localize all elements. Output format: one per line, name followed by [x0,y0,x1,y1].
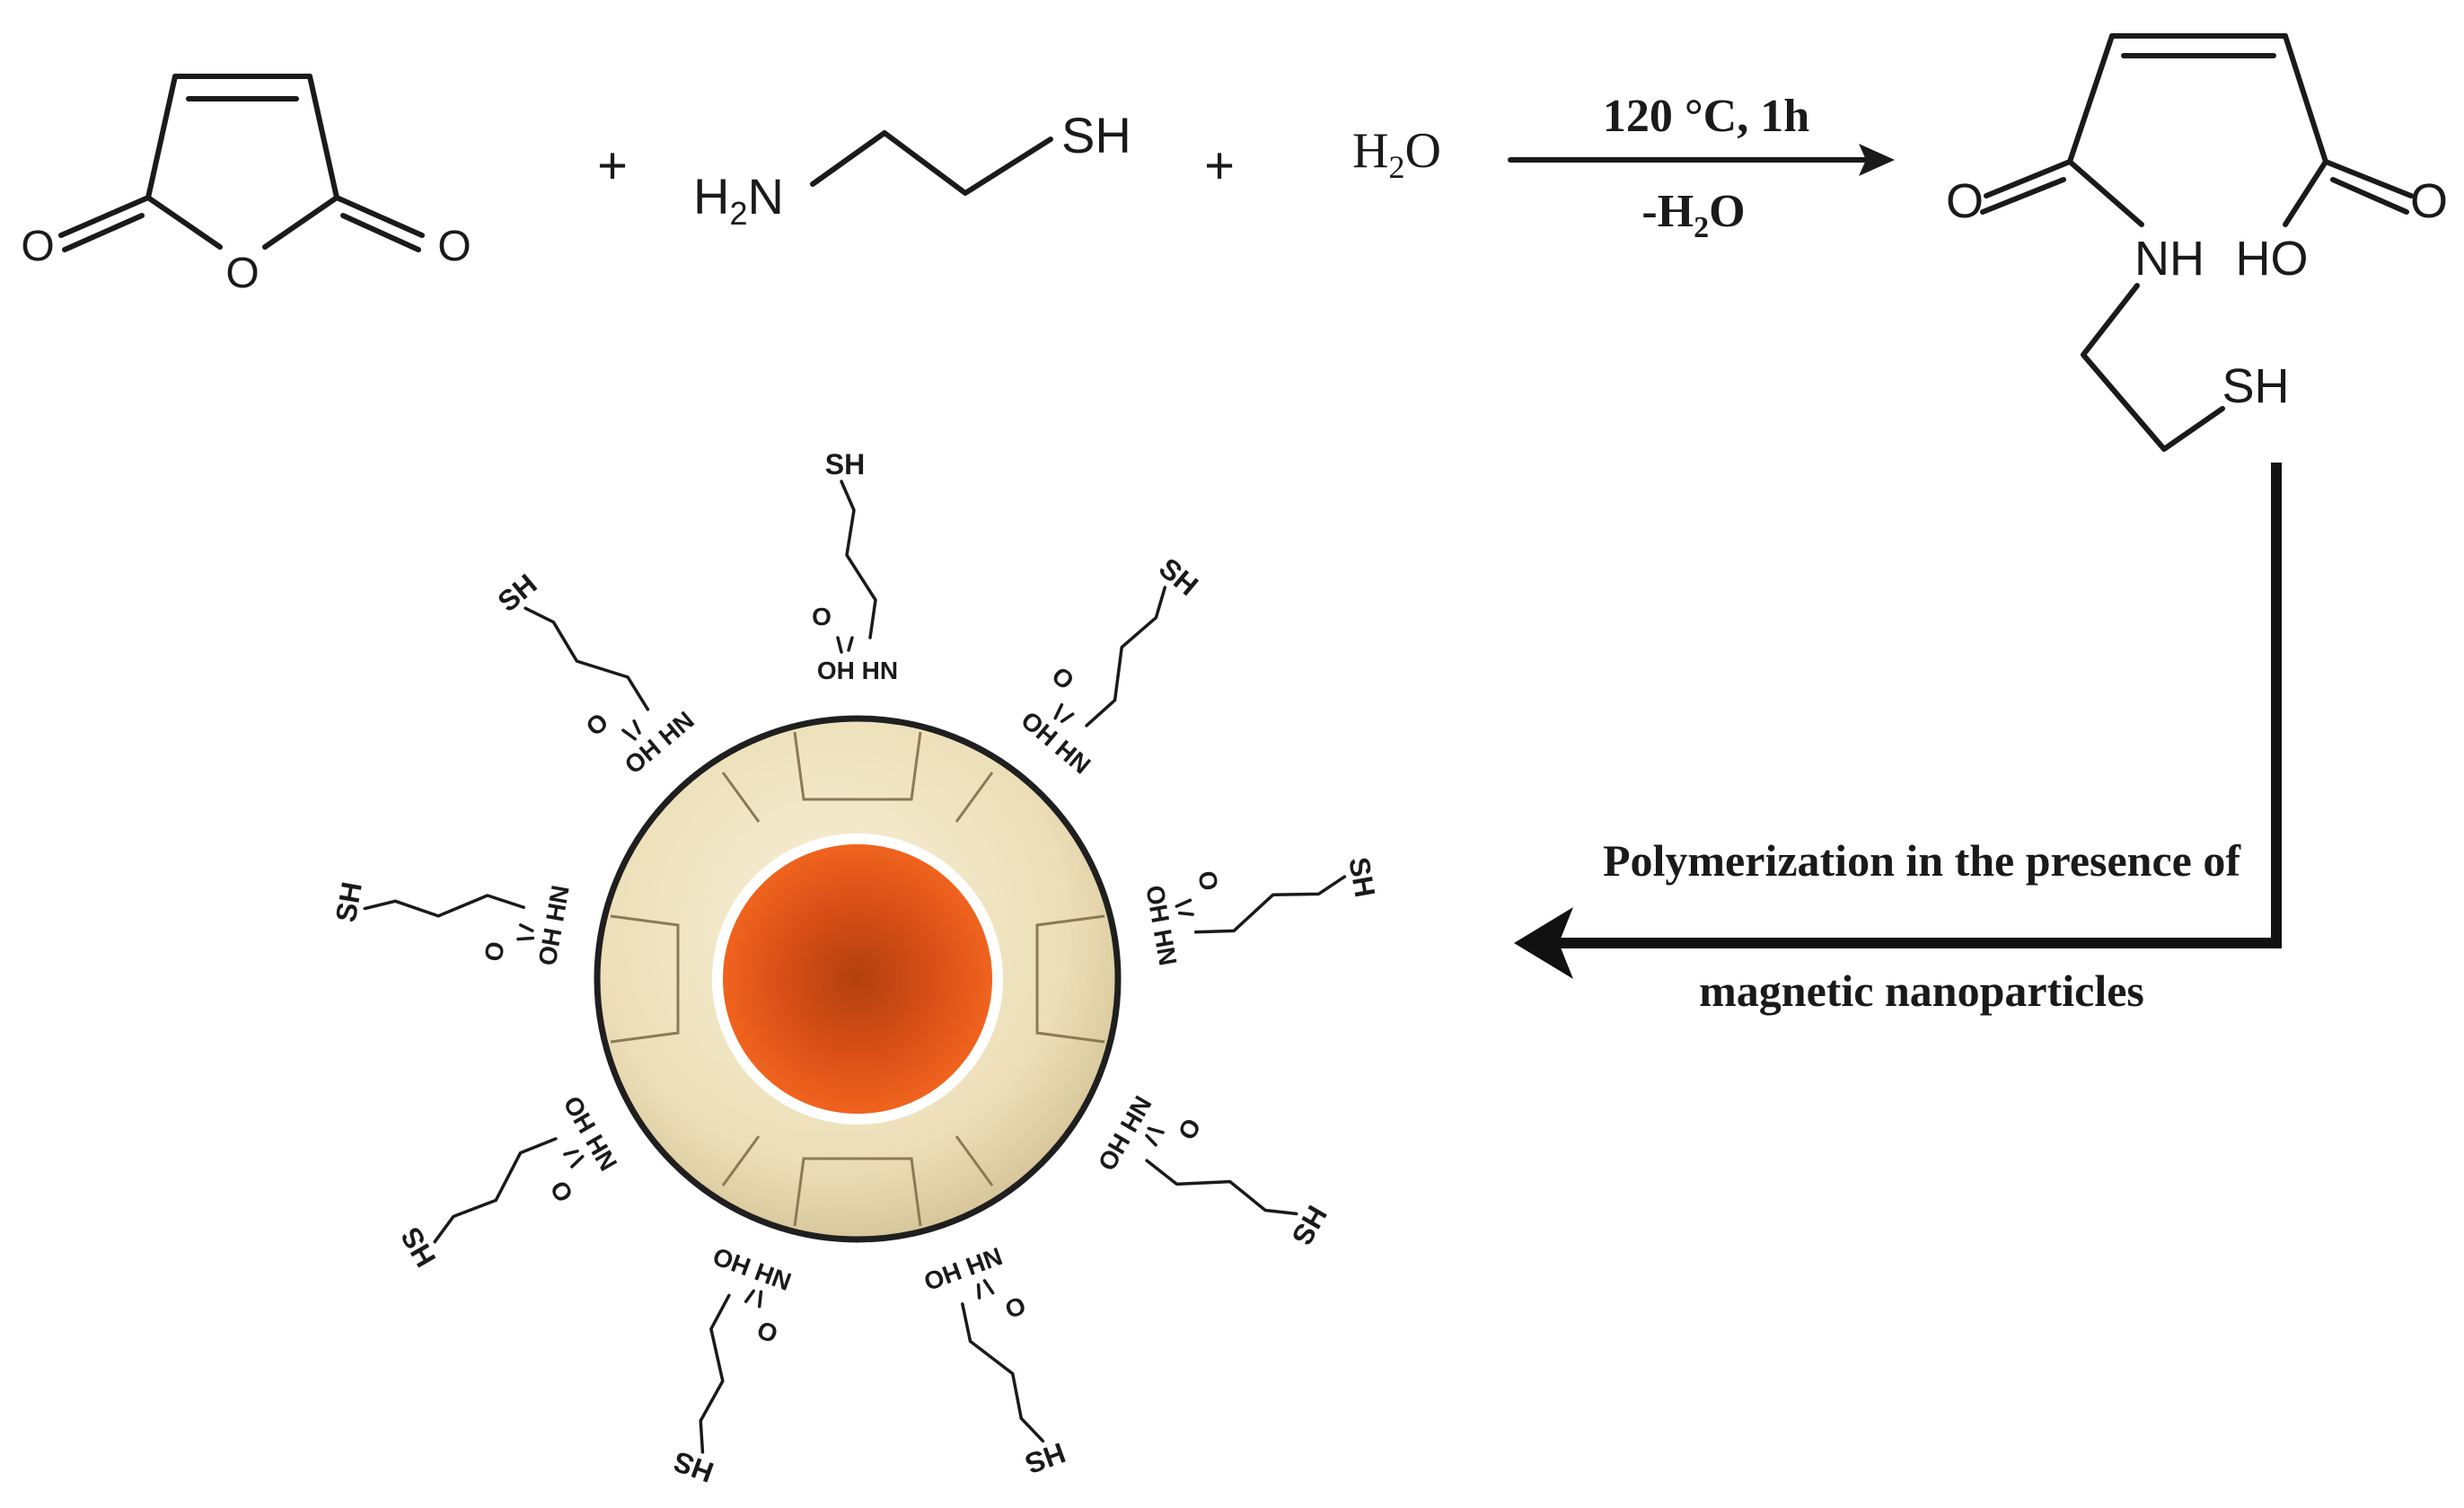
arm-160-o: O [1001,1291,1029,1324]
plus-sign-1: + [597,137,628,195]
arm-280-oh-hn: OH HN [533,883,575,967]
maleic-anhydride-structure: O O O [21,74,471,297]
step-label-line-2: magnetic nanoparticles [1699,966,2144,1016]
plus-sign-2: + [1204,137,1235,195]
arm-80-o: O [1192,869,1223,893]
arm-80-sh: SH [1342,855,1381,900]
anhydride-o-ring: O [225,250,259,297]
arm-200-o: O [753,1316,781,1349]
product-sh-label: SH [2222,359,2289,413]
arm-0-sh: SH [825,448,865,481]
cysteamine-structure: H2N SH [693,107,1131,232]
product-o-left: O [1946,174,1984,228]
arm-280-o: O [480,939,510,964]
maleamic-acid-product-structure: O NH HO O SH [1946,33,2448,452]
arm-80-oh-hn: OH HN [1140,883,1182,967]
arm-40-sh: SH [1153,551,1204,602]
arm-40-o: O [1046,661,1079,695]
arm-160-nh-ho: NH HO [920,1242,1006,1296]
cysteamine-amine-label: H2N [693,168,784,232]
arm-160-hs: HS [1021,1436,1069,1480]
arm-320-oh-hn: OH HN [620,706,700,780]
step-label-line-1: Polymerization in the presence of [1603,835,2241,886]
reaction-arrow [1508,144,1895,176]
arm-280-sh: SH [330,879,368,924]
water-label: H2O [1352,123,1441,185]
arm-0-oh-hn: OH HN [817,657,898,684]
condition-water-loss: -H2O [1641,186,1745,244]
condition-temperature-time: 120 °C, 1h [1603,91,1809,142]
arm-320-sh: SH [491,568,542,618]
polymerization-arrow [1514,463,2282,979]
anhydride-o-left: O [21,223,54,270]
cysteamine-sh-label: SH [1061,107,1131,163]
arm-320-o: O [581,708,614,742]
arm-120-o: O [1173,1114,1207,1144]
arm-240-hs: HS [394,1221,442,1272]
arm-200-nh-ho: NH HO [709,1242,795,1296]
arm-120-hs: HS [1286,1200,1333,1250]
anhydride-o-right: O [437,223,471,270]
arm-240-o: O [545,1176,579,1206]
product-nh-label: NH [2134,232,2204,286]
arm-200-hs: HS [669,1445,717,1489]
arm-label-0: OH HN O SH [812,448,898,684]
shell-segment-lines [610,731,1105,1227]
arm-0-o: O [812,603,832,631]
magnetic-core [712,833,1003,1124]
product-o-right: O [2410,174,2448,228]
functionalized-nanoparticle: OH HN O SH OH HN O SH OH HN O SH NH HO O… [330,448,1382,1489]
arm-240-nh-ho: NH HO [559,1091,623,1176]
product-ho-label: HO [2236,232,2309,286]
